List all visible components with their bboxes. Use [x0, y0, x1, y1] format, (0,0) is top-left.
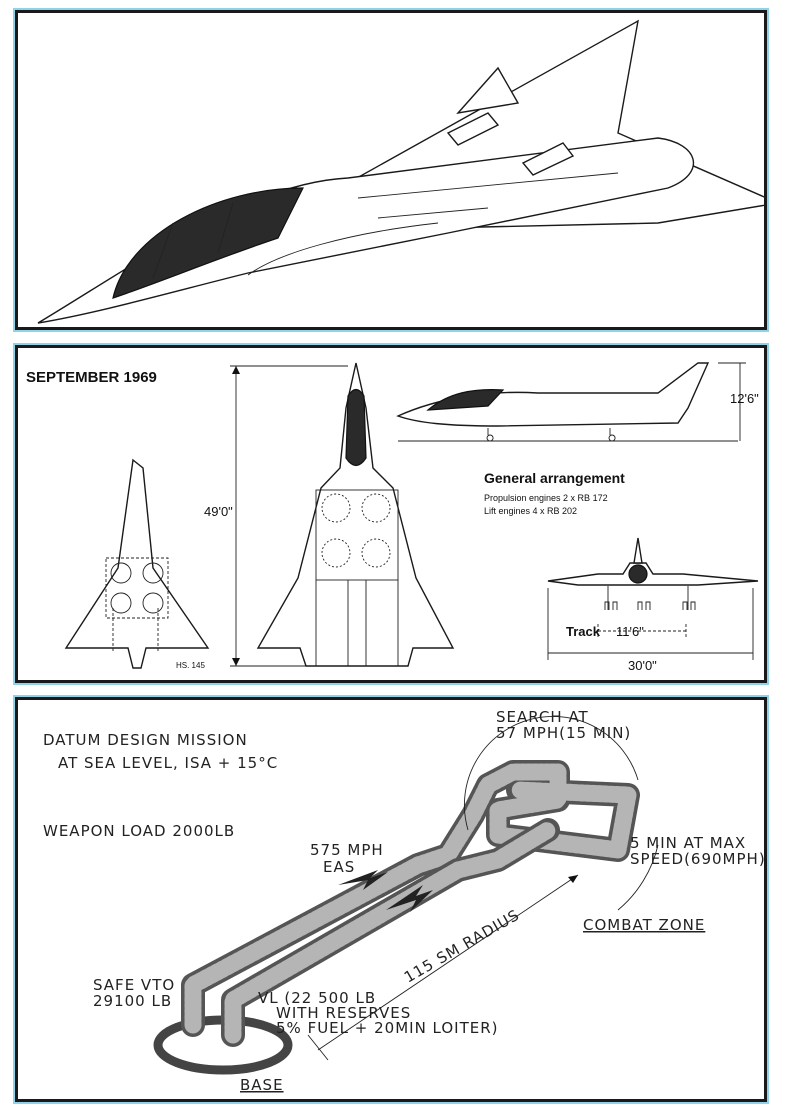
- radius-arrow: [568, 875, 578, 883]
- weapon-load: WEAPON LOAD 2000LB: [43, 822, 235, 840]
- height-dimension-line: [718, 362, 746, 441]
- track-value: 11'6": [616, 624, 644, 639]
- track-dimension-line: [597, 624, 687, 638]
- combat-zone-arc-upper: [463, 715, 639, 831]
- canopy: [112, 187, 304, 299]
- fuselage: [37, 137, 695, 324]
- front-view: [547, 537, 759, 610]
- right-intake: [521, 142, 575, 176]
- speed-line1: 575 MPH: [310, 841, 384, 859]
- lift-engines: Lift engines 4 x RB 202: [484, 506, 577, 516]
- canopy-frames: [152, 202, 234, 279]
- large-plan-view: [256, 362, 455, 667]
- side-view: [396, 362, 738, 442]
- combat-zone-label: COMBAT ZONE: [583, 916, 705, 934]
- small-plan-view: [64, 458, 210, 669]
- speed-line2: EAS: [323, 858, 355, 876]
- combat-zone-arc-lower: [617, 844, 659, 911]
- search-line2: 57 MPH(15 MIN): [496, 724, 631, 742]
- height-label: 12'6": [730, 391, 759, 406]
- span-dimension-line: [547, 588, 754, 660]
- radius-line: [307, 874, 579, 1061]
- vto-line1: SAFE VTO: [93, 976, 175, 994]
- span-label: 30'0": [628, 658, 657, 673]
- vto-line2: 29100 LB: [93, 992, 172, 1010]
- inbound-jet: [386, 885, 433, 912]
- tail-fin: [456, 66, 520, 115]
- mission-title-line2: AT SEA LEVEL, ISA + 15°C: [58, 754, 278, 772]
- flight-track: [181, 760, 640, 1047]
- propulsion-engines: Propulsion engines 2 x RB 172: [484, 493, 608, 503]
- base-label: BASE: [240, 1076, 284, 1094]
- arrangement-title: General arrangement: [484, 470, 625, 486]
- track-label: Track: [566, 624, 601, 639]
- vl-line1: VL (22 500 LB: [258, 989, 376, 1007]
- aircraft-perspective-drawing: [37, 19, 764, 324]
- general-arrangement-panel: SEPTEMBER 1969 HS. 145 49'0": [15, 345, 767, 683]
- model-number: HS. 145: [176, 661, 205, 670]
- max-speed-line2: SPEED(690MPH): [630, 850, 764, 868]
- vl-line3: 5% FUEL + 20MIN LOITER): [276, 1019, 499, 1037]
- left-intake: [446, 112, 500, 146]
- perspective-drawing-panel: [15, 10, 767, 330]
- mission-profile-diagram: DATUM DESIGN MISSION AT SEA LEVEL, ISA +…: [43, 708, 764, 1094]
- general-arrangement-drawing: SEPTEMBER 1969 HS. 145 49'0": [26, 362, 759, 673]
- drawing-date: SEPTEMBER 1969: [26, 369, 157, 386]
- search-line1: SEARCH AT: [496, 708, 589, 726]
- outbound-jet: [338, 870, 388, 890]
- panel-lines: [357, 172, 619, 219]
- mission-profile-panel: DATUM DESIGN MISSION AT SEA LEVEL, ISA +…: [15, 697, 767, 1102]
- max-speed-line1: 5 MIN AT MAX: [630, 834, 746, 852]
- length-label: 49'0": [204, 504, 233, 519]
- mission-title-line1: DATUM DESIGN MISSION: [43, 731, 248, 749]
- vl-line2: WITH RESERVES: [276, 1004, 411, 1022]
- radius-label: 115 SM RADIUS: [401, 906, 523, 987]
- strake-line: [247, 222, 439, 276]
